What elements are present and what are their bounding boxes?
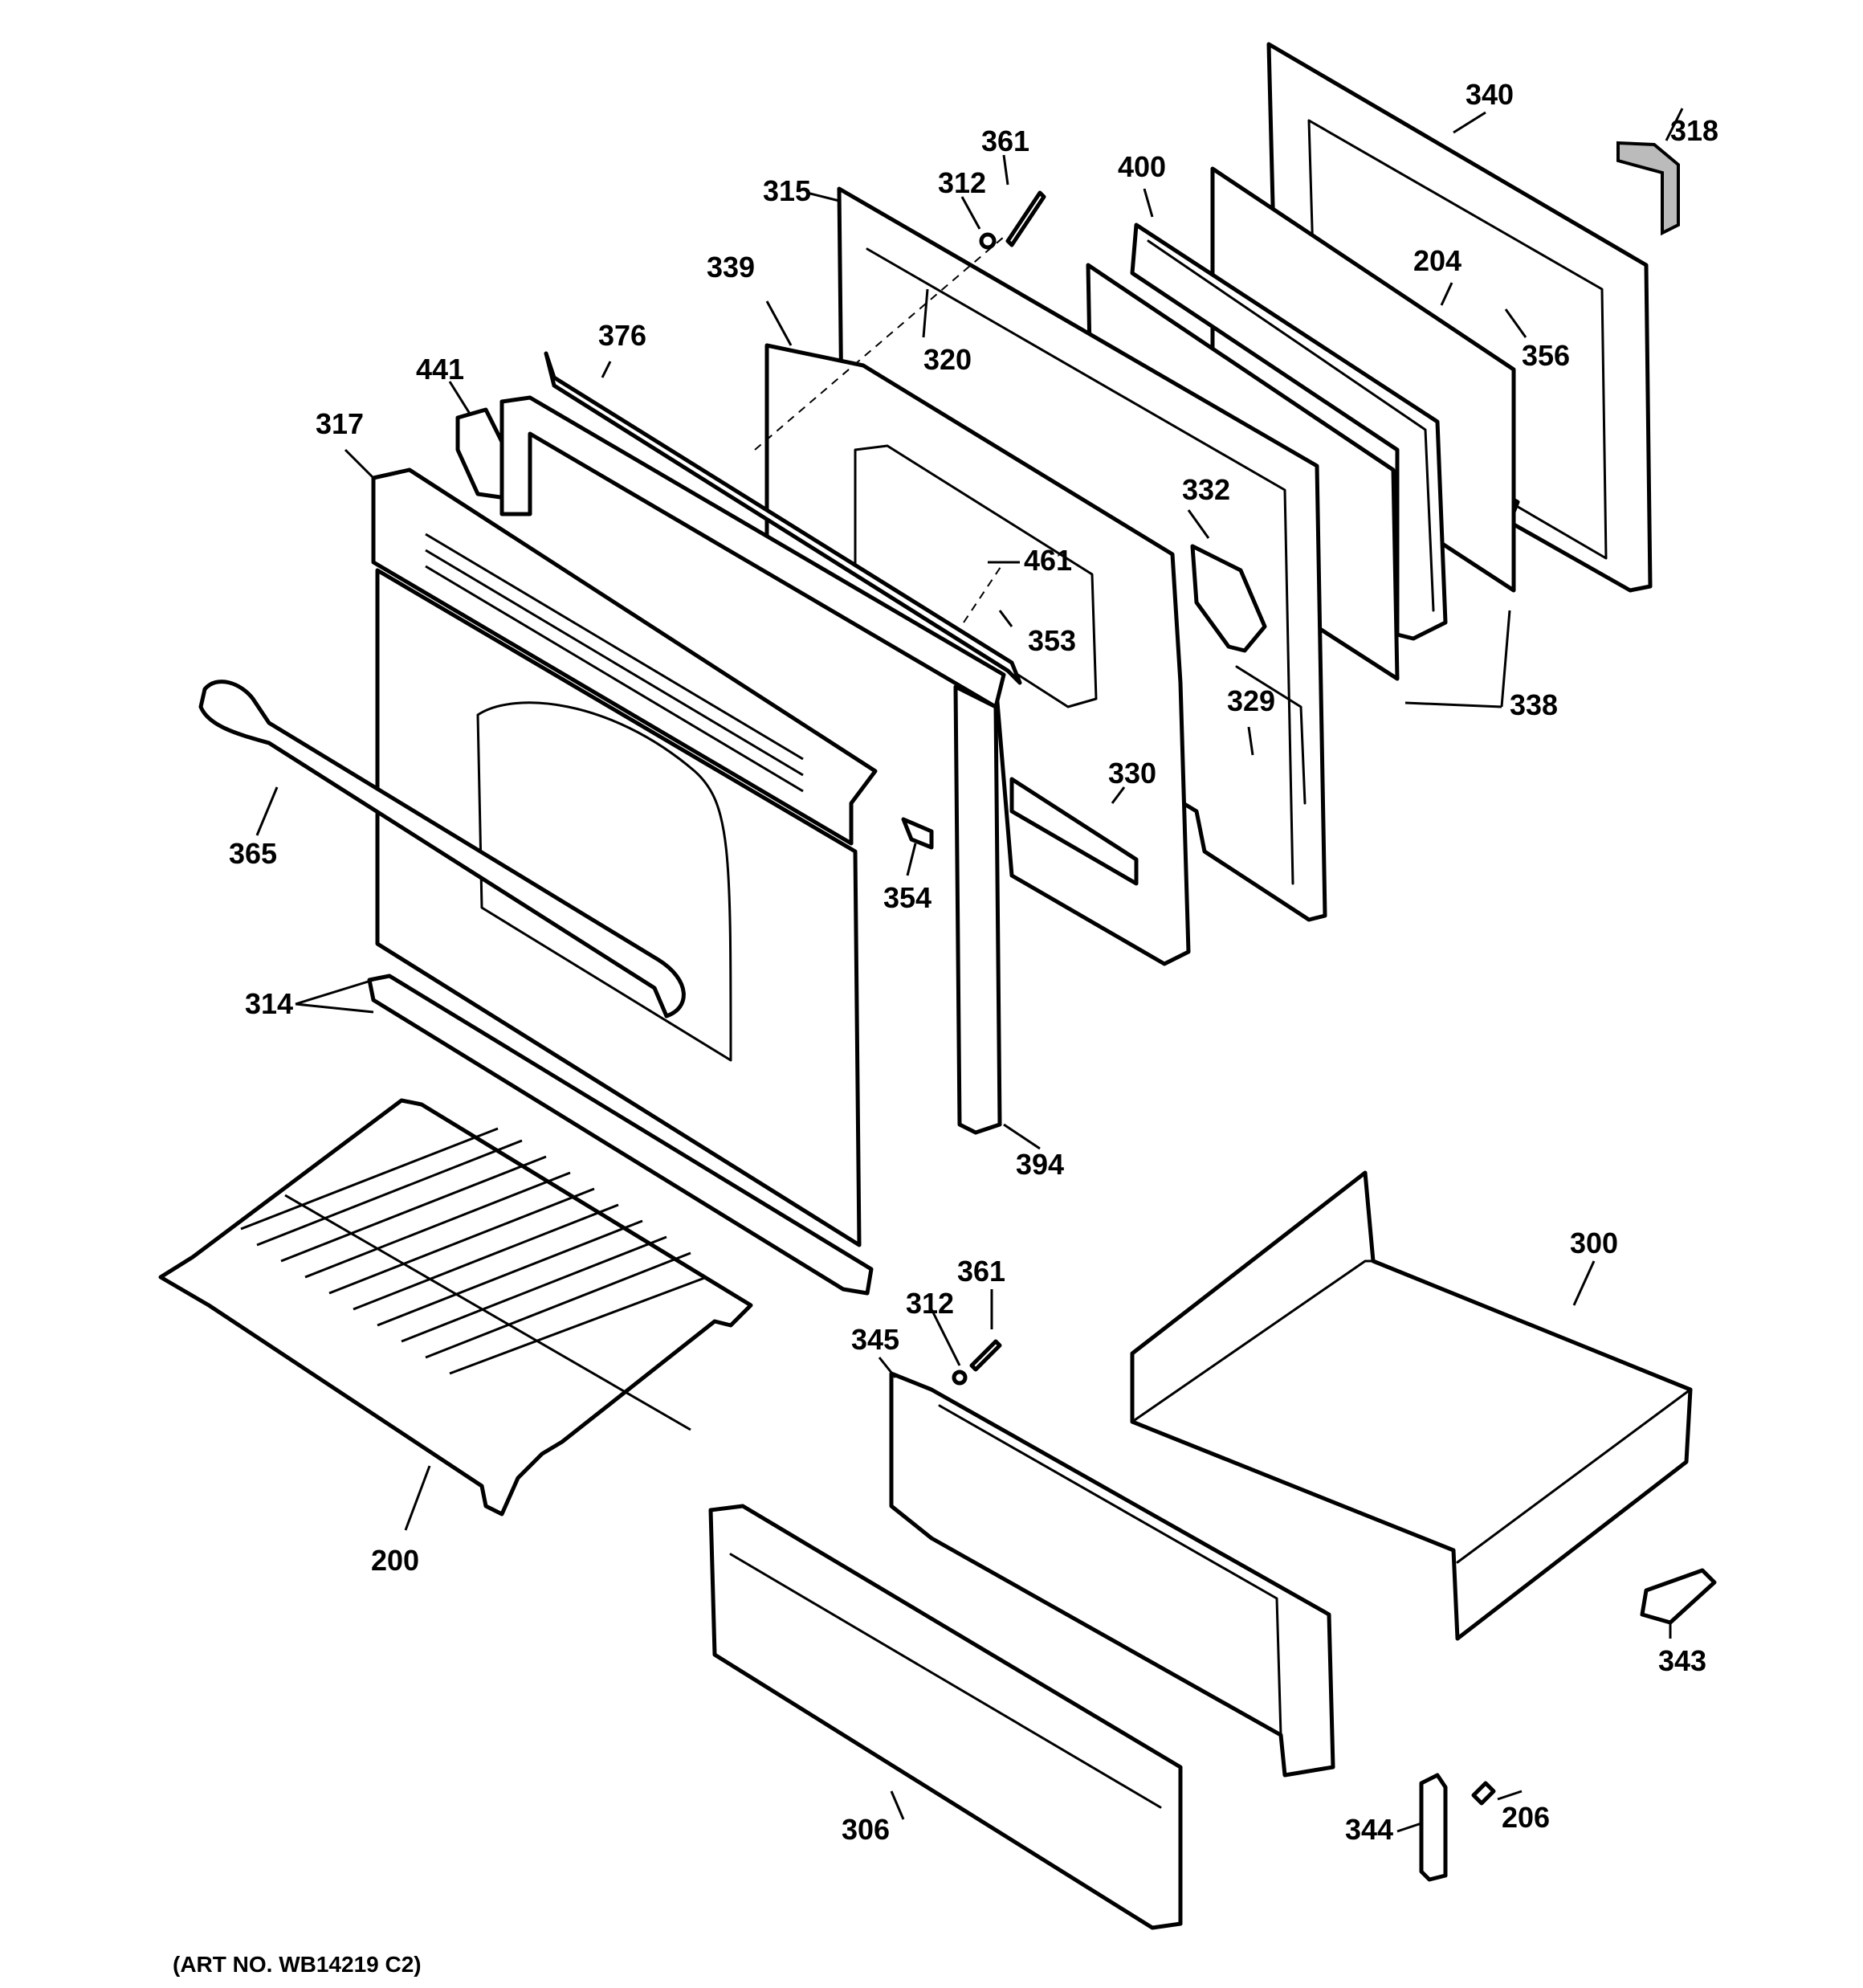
part-300-drawer-box bbox=[1130, 1170, 1693, 1641]
callout-330: 330 bbox=[1108, 757, 1156, 790]
part-441-hinge bbox=[455, 407, 508, 500]
callout-312-upper: 312 bbox=[938, 166, 986, 199]
leader-lines bbox=[255, 108, 1684, 1833]
callout-361-upper: 361 bbox=[981, 125, 1029, 157]
part-332-hinge-bracket bbox=[1190, 544, 1267, 653]
art-number-label: (ART NO. WB14219 C2) bbox=[173, 1952, 422, 1977]
part-312-washer-lower bbox=[952, 1370, 968, 1386]
part-312-washer-upper bbox=[979, 232, 997, 250]
callout-345: 345 bbox=[851, 1323, 899, 1356]
callout-376: 376 bbox=[598, 319, 646, 352]
callout-332: 332 bbox=[1182, 473, 1230, 506]
callout-361-lower: 361 bbox=[957, 1255, 1005, 1288]
callout-441: 441 bbox=[416, 353, 464, 386]
part-344-bracket bbox=[1419, 1773, 1448, 1882]
callout-206: 206 bbox=[1502, 1801, 1550, 1834]
callout-200: 200 bbox=[371, 1544, 419, 1577]
callout-204: 204 bbox=[1413, 244, 1461, 277]
part-354-screw bbox=[901, 817, 934, 850]
part-343-drawer-slide bbox=[1640, 1568, 1717, 1625]
callout-344: 344 bbox=[1345, 1813, 1393, 1846]
alignment-line-hinge bbox=[754, 236, 1005, 451]
part-314-door-trim bbox=[367, 974, 874, 1296]
callout-394: 394 bbox=[1016, 1148, 1064, 1181]
callout-365: 365 bbox=[229, 837, 277, 870]
callout-329: 329 bbox=[1227, 684, 1275, 717]
callout-317: 317 bbox=[316, 407, 364, 440]
callout-354: 354 bbox=[883, 881, 932, 914]
callout-314: 314 bbox=[245, 987, 293, 1020]
part-361-screw-upper bbox=[1005, 190, 1046, 247]
callout-400: 400 bbox=[1118, 150, 1166, 183]
part-200-oven-rack bbox=[158, 1098, 753, 1517]
callout-320: 320 bbox=[923, 343, 972, 376]
callout-318: 318 bbox=[1670, 114, 1718, 147]
part-206-screw bbox=[1471, 1781, 1496, 1806]
callout-461: 461 bbox=[1024, 544, 1072, 577]
callout-312-lower: 312 bbox=[906, 1287, 954, 1320]
part-365-door-handle bbox=[198, 680, 686, 1018]
callout-343: 343 bbox=[1658, 1644, 1706, 1677]
callout-356: 356 bbox=[1522, 339, 1570, 372]
callout-339: 339 bbox=[707, 251, 755, 284]
part-door-inner-frame bbox=[499, 395, 1006, 709]
part-394-door-side-channel bbox=[953, 684, 1002, 1135]
part-361-screw-lower bbox=[969, 1339, 1002, 1372]
part-314-door-glass bbox=[375, 568, 862, 1247]
callout-315: 315 bbox=[763, 174, 811, 207]
callout-306: 306 bbox=[842, 1813, 890, 1846]
callout-300: 300 bbox=[1570, 1227, 1618, 1259]
part-345-drawer-panel bbox=[889, 1371, 1335, 1778]
part-306-drawer-front bbox=[708, 1504, 1183, 1930]
part-317-door-vent-trim bbox=[371, 467, 878, 846]
part-318-gasket bbox=[1616, 141, 1680, 236]
callout-338: 338 bbox=[1510, 688, 1558, 721]
part-376-vent-trim bbox=[544, 351, 1022, 685]
callout-340: 340 bbox=[1466, 78, 1514, 111]
callout-353: 353 bbox=[1028, 624, 1076, 657]
part-400-window-frame bbox=[1130, 222, 1448, 641]
alignment-line-461 bbox=[963, 561, 1005, 623]
